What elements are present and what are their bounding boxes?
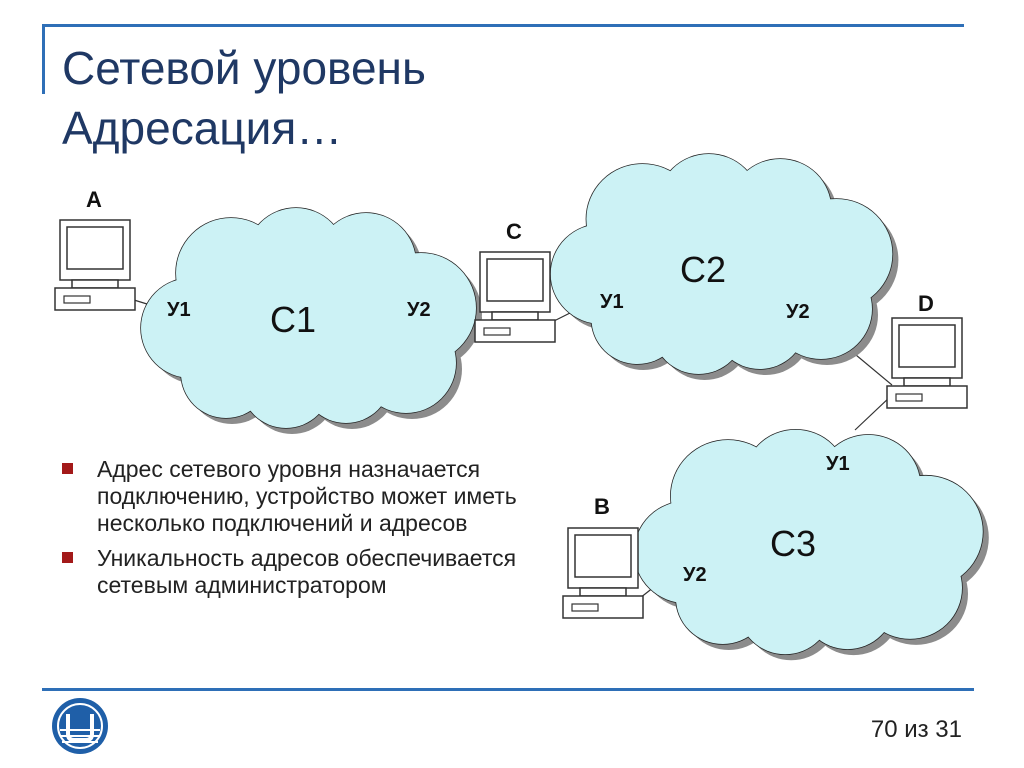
list-item: Адрес сетевого уровня назначается подклю… bbox=[62, 456, 532, 537]
slide-title-line2: Адресация… bbox=[62, 102, 343, 154]
title-accent-bar bbox=[42, 24, 45, 94]
port-label-c1-y2: У2 bbox=[407, 299, 431, 321]
bullet-text: Уникальность адресов обеспечивается сете… bbox=[97, 545, 517, 598]
slide-title-line1: Сетевой уровень bbox=[62, 42, 426, 94]
cloud-name-c1: С1 bbox=[270, 299, 316, 340]
list-item: Уникальность адресов обеспечивается сете… bbox=[62, 545, 532, 599]
slide-title: Сетевой уровень Адресация… bbox=[62, 38, 426, 158]
port-label-c3-y1: У1 bbox=[826, 453, 850, 475]
bottom-rule bbox=[42, 688, 974, 691]
computer-icon-d bbox=[886, 317, 968, 409]
page-number: 70 из 31 bbox=[870, 716, 962, 743]
bullet-square-icon bbox=[62, 463, 73, 474]
computer-icon-b bbox=[562, 527, 644, 619]
host-label-a: A bbox=[86, 187, 102, 212]
top-rule bbox=[42, 24, 964, 27]
link-d-c3 bbox=[854, 394, 893, 431]
bullet-square-icon bbox=[62, 552, 73, 563]
host-label-c: C bbox=[506, 219, 522, 244]
host-label-d: D bbox=[918, 291, 934, 316]
bullet-list: Адрес сетевого уровня назначается подклю… bbox=[62, 456, 532, 607]
port-label-c1-y1: У1 bbox=[167, 299, 191, 321]
host-label-b: B bbox=[594, 494, 610, 519]
computer-icon-a bbox=[54, 219, 136, 311]
university-logo-icon bbox=[52, 698, 108, 754]
port-label-c2-y2: У2 bbox=[786, 301, 810, 323]
cloud-name-c3: С3 bbox=[770, 523, 816, 564]
computer-icon-c bbox=[474, 251, 556, 343]
bullet-text: Адрес сетевого уровня назначается подклю… bbox=[97, 456, 517, 536]
cloud-name-c2: С2 bbox=[680, 249, 726, 290]
port-label-c3-y2: У2 bbox=[683, 564, 707, 586]
port-label-c2-y1: У1 bbox=[600, 291, 624, 313]
